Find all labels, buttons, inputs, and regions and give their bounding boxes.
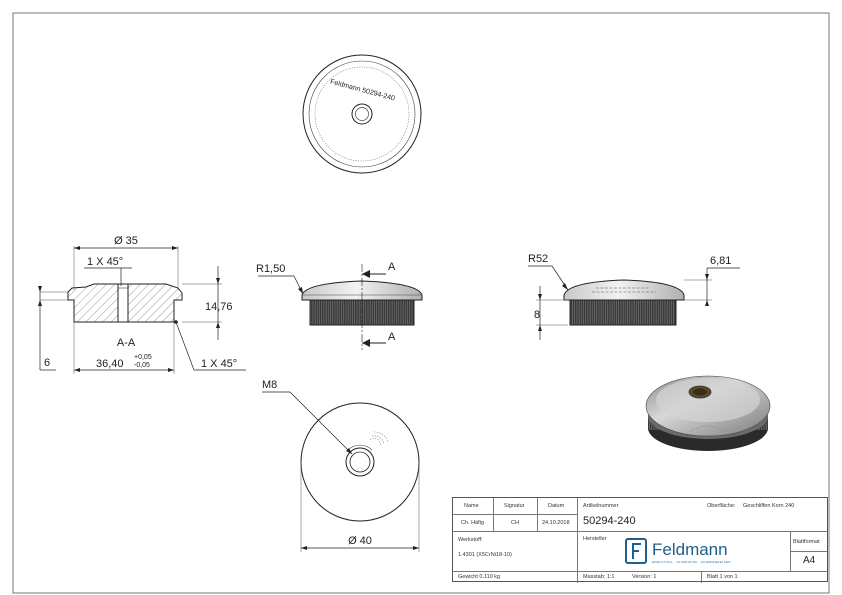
date-value: 24.10.2018 — [542, 520, 570, 526]
cap-height-dim: 6,81 — [710, 255, 731, 267]
tb-divider — [701, 571, 702, 583]
brand-tagline: EDELSTAHL · ALUMINIUM · SCHMIEDEEISEN — [652, 560, 731, 564]
title-block: Name Signatur Datum Ch. Häfig CH 24.10.2… — [452, 497, 828, 583]
left-height-dim: 6 — [44, 357, 50, 369]
article-label: Artikelnummer — [583, 503, 619, 509]
material-value: 1.4301 (X5CrNi18-10) — [458, 552, 512, 558]
weight-label: Gewicht 0.110 kg — [458, 574, 501, 580]
signature-header: Signatur — [504, 503, 525, 509]
section-hatch — [67, 283, 183, 323]
tb-divider — [453, 571, 827, 572]
radius-large-dim: R52 — [528, 253, 548, 265]
material-label: Werkstoff: — [458, 537, 483, 543]
chamfer-top-dim: 1 X 45° — [87, 256, 123, 268]
tb-divider — [790, 551, 827, 552]
top-view: Feldmann 50294-240 — [302, 54, 422, 174]
sheet-border — [12, 12, 830, 594]
sheet-label: Blatt 1 von 1 — [707, 574, 738, 580]
base-height-dim: 8 — [534, 309, 540, 321]
section-marker-bottom: A — [388, 331, 396, 343]
version-label: Version: 1 — [632, 574, 657, 580]
article-number: 50294-240 — [583, 515, 636, 527]
radius-small-dim: R1,50 — [256, 263, 285, 275]
signature-value: CH — [511, 520, 519, 526]
brand-name: Feldmann — [652, 540, 728, 559]
scale-label: Masstab: 1:1 — [583, 574, 615, 580]
tol-lower: -0,05 — [134, 362, 150, 369]
section-bore — [117, 283, 129, 323]
name-value: Ch. Häfig — [461, 520, 484, 526]
thread-dim: M8 — [262, 379, 277, 391]
chamfer-bottom-dim: 1 X 45° — [201, 358, 237, 370]
tb-divider — [453, 531, 827, 532]
tb-divider — [577, 498, 578, 583]
tb-divider — [493, 498, 494, 531]
section-width-dim: 36,40 — [96, 358, 124, 370]
top-diameter-dim: Ø 35 — [114, 235, 138, 247]
surface-value: Geschliffen Korn 240 — [743, 503, 795, 509]
front-view: R1,50 A A — [256, 261, 423, 350]
side-view: R52 6,81 8 — [528, 253, 740, 340]
tol-upper: +0,05 — [134, 354, 152, 361]
format-label: Blattformat — [793, 539, 820, 545]
section-marker-top: A — [388, 261, 396, 273]
bottom-diameter-dim: Ø 40 — [348, 535, 372, 547]
surface-label: Oberfläche: — [707, 503, 736, 509]
manufacturer-label: Hersteller — [583, 536, 607, 542]
tb-divider — [537, 498, 538, 531]
section-view-aa: Ø 35 1 X 45° 14,76 6 A-A 36,40 +0,05 -0,… — [38, 235, 246, 374]
section-label: A-A — [117, 337, 136, 349]
isometric-view — [645, 375, 771, 451]
tb-divider — [453, 514, 577, 515]
feldmann-logo-icon — [625, 538, 647, 564]
bottom-view: M8 Ø 40 — [262, 379, 420, 552]
date-header: Datum — [548, 503, 565, 509]
name-header: Name — [464, 503, 479, 509]
section-height-dim: 14,76 — [205, 301, 233, 313]
format-value: A4 — [803, 555, 816, 566]
